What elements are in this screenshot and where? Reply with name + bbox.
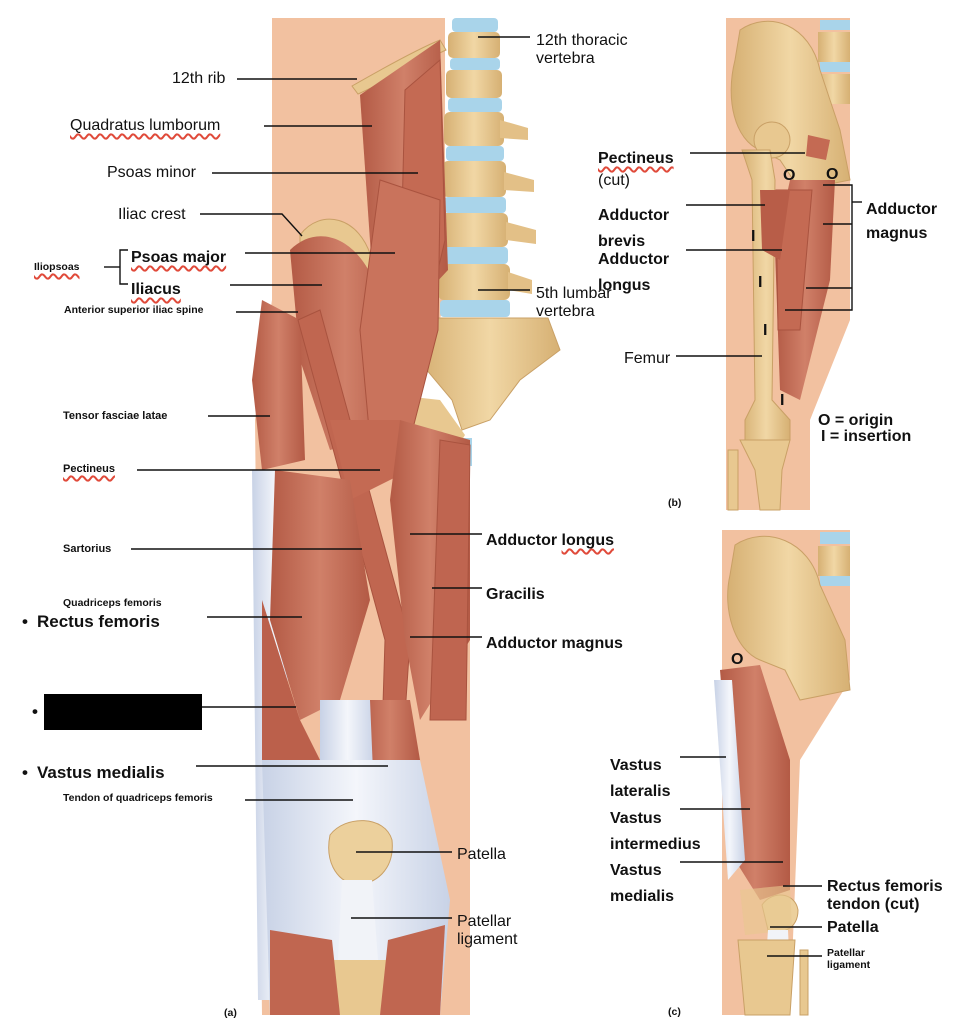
label-vastus-medialis: Vastus medialis <box>37 763 165 782</box>
gracilis-shape <box>429 439 471 721</box>
panel-a-art <box>252 18 561 1015</box>
legend-insertion: I = insertion <box>821 428 912 445</box>
panel-c-vastus-lateralis-fascia <box>714 680 745 880</box>
label-rectus-femoris: Rectus femoris <box>37 612 160 631</box>
label-patellar-ligament: Patellar ligament <box>457 913 518 949</box>
label-pectineus: Pectineus <box>63 463 115 475</box>
label-c-vastus-medialis: Vastus medialis <box>610 862 675 905</box>
label-12th-thoracic-vertebra: 12th thoracic vertebra <box>536 32 628 68</box>
panel-a-letter: (a) <box>224 1007 237 1019</box>
label-rectus-femoris-tendon-cut: Rectus femoris tendon (cut) <box>827 878 943 914</box>
bullet-vastus-medialis: • <box>22 763 28 782</box>
label-adductor-longus: Adductor longus <box>486 532 614 549</box>
label-quadratus-lumborum: Quadratus lumborum <box>70 117 221 134</box>
panel-b-pectineus-cut <box>806 135 830 160</box>
redaction-box <box>44 694 202 730</box>
marker-insertion-3: I <box>763 322 768 339</box>
legend-origin: O = origin <box>818 412 894 429</box>
panel-b-letter: (b) <box>668 497 682 509</box>
label-adductor-magnus: Adductor magnus <box>486 635 623 652</box>
label-quadriceps-femoris: Quadriceps femoris <box>63 597 162 609</box>
label-pectineus-cut: Pectineus <box>598 150 674 167</box>
rectus-shape <box>270 470 370 720</box>
label-c-patella: Patella <box>827 919 879 936</box>
panel-c-art <box>714 530 851 1016</box>
panel-c-letter: (c) <box>668 1006 681 1018</box>
label-c-patellar-ligament: Patellar ligament <box>827 947 871 972</box>
label-b-adductor-magnus: Adductor magnus <box>866 201 938 242</box>
label-femur: Femur <box>624 350 671 367</box>
marker-origin-c: O <box>731 651 744 668</box>
label-iliacus: Iliacus <box>131 281 181 298</box>
label-cut: (cut) <box>598 172 630 189</box>
label-iliac-crest: Iliac crest <box>118 206 186 223</box>
label-5th-lumbar-vertebra: 5th lumbar vertebra <box>536 285 612 321</box>
label-adductor-longus-underlined-word: longus <box>561 532 614 549</box>
marker-insertion-2: I <box>758 274 763 291</box>
label-patella: Patella <box>457 846 506 863</box>
marker-insertion-1: I <box>751 228 756 245</box>
patella-shape <box>328 820 393 886</box>
leader-lines <box>104 36 862 957</box>
panel-b-art <box>726 18 851 511</box>
lumbar-spine <box>438 18 536 317</box>
label-b-adductor-longus: Adductor longus <box>598 251 670 294</box>
label-gracilis: Gracilis <box>486 586 545 603</box>
label-psoas-major: Psoas major <box>131 249 227 266</box>
patellar-ligament <box>338 880 378 960</box>
label-vastus-lateralis: Vastus lateralis <box>610 757 671 800</box>
label-tensor-fasciae-latae: Tensor fasciae latae <box>63 410 168 422</box>
tensor-shape <box>252 300 305 470</box>
label-anterior-superior-iliac-spine: Anterior superior iliac spine <box>64 304 204 316</box>
panel-c-hip <box>727 535 851 701</box>
label-vastus-intermedius: Vastus intermedius <box>610 810 701 853</box>
label-psoas-minor: Psoas minor <box>107 164 196 181</box>
label-adductor-brevis: Adductor brevis <box>598 207 670 250</box>
label-iliopsoas: Iliopsoas <box>34 261 80 273</box>
bullet-rectus: • <box>22 612 28 631</box>
label-tendon-of-quadriceps-femoris: Tendon of quadriceps femoris <box>63 792 213 804</box>
sacrum <box>419 317 561 431</box>
marker-insertion-4: I <box>780 392 785 409</box>
panel-b-adductor-brevis <box>760 190 790 260</box>
tibia-top <box>330 960 390 1015</box>
bullet-redacted: • <box>32 702 38 721</box>
label-sartorius: Sartorius <box>63 543 112 555</box>
label-12th-rib: 12th rib <box>172 70 226 87</box>
marker-origin-1: O <box>783 167 796 184</box>
marker-origin-2: O <box>826 166 839 183</box>
